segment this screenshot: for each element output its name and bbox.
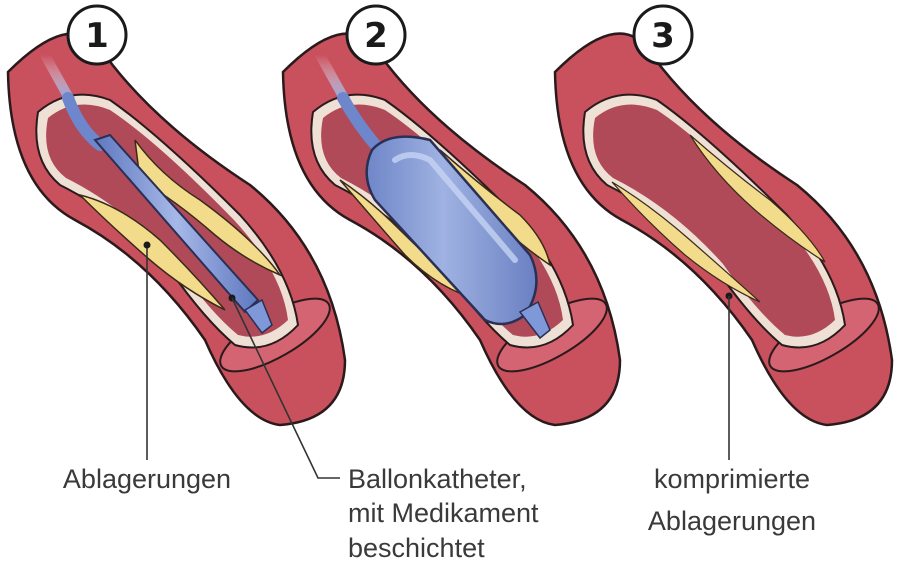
step-number-2: 2 [364,16,388,56]
catheter-1 [93,133,260,314]
step-badge-1: 1 [66,4,128,66]
plaque-1 [134,139,283,277]
step-badge-3: 3 [632,4,694,66]
step-number-1: 1 [85,16,109,56]
label-compressed-line1: komprimierte [654,464,810,494]
label-compressed-line2: Ablagerungen [648,506,816,536]
label-catheter-line3: beschichtet [348,533,485,563]
label-catheter-line1: Ballonkatheter, [348,464,527,494]
vessel-panel-3 [553,32,894,427]
label-catheter-line2: mit Medikament [348,498,539,528]
vessel-panel-1 [6,32,347,427]
label-plaque: Ablagerungen [63,464,231,494]
step-number-3: 3 [651,16,675,56]
vessel-panel-2 [281,32,622,427]
leader-line-catheter [231,297,340,479]
compressed-plaque-3 [689,134,826,263]
step-badge-2: 2 [345,4,407,66]
